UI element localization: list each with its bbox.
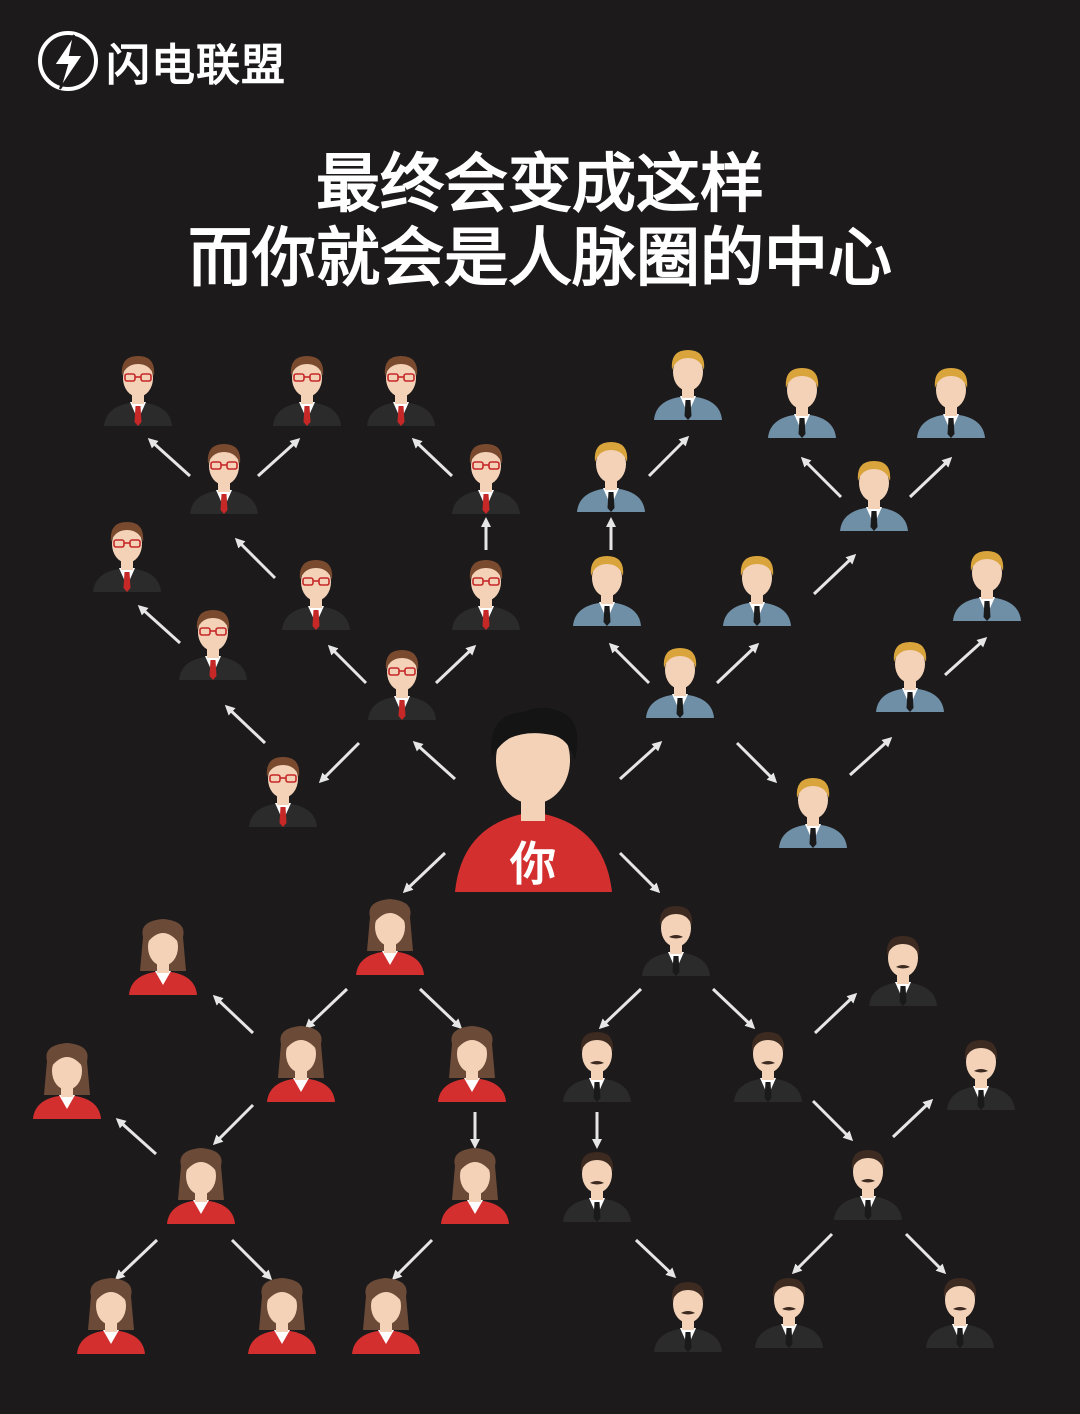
connection-arrow: [304, 987, 349, 1030]
center-person: 你: [455, 707, 612, 892]
connection-arrow: [411, 437, 454, 478]
person-icon-woman: [438, 1026, 506, 1102]
connection-arrow: [908, 456, 953, 499]
connection-arrow: [647, 435, 690, 478]
connection-arrow: [735, 741, 778, 784]
connection-arrow: [318, 741, 361, 784]
person-icon-mustache: [563, 1032, 631, 1102]
center-face: [496, 716, 570, 804]
person-icon-glasses: [190, 444, 258, 514]
center-shirt: [455, 812, 612, 892]
arrows-layer: [114, 435, 988, 1281]
connection-arrow: [618, 740, 663, 781]
person-icon-glasses: [93, 522, 161, 592]
connection-arrow: [608, 642, 651, 685]
logo-text: 闪电联盟: [106, 40, 286, 91]
center-hair: [491, 707, 578, 760]
connection-arrow: [256, 437, 301, 478]
person-icon-glasses: [249, 757, 317, 827]
connection-arrow: [224, 704, 267, 745]
connection-arrow: [618, 851, 661, 894]
person-icon-woman: [356, 899, 424, 975]
person-icon-blond: [723, 556, 791, 626]
person-icon-mustache: [869, 936, 937, 1006]
person-icon-blond: [573, 556, 641, 626]
person-icon-glasses: [367, 356, 435, 426]
person-icon-woman: [33, 1043, 101, 1119]
connection-arrow: [943, 636, 988, 677]
connection-arrow: [391, 1238, 434, 1281]
person-icon-mustache: [926, 1278, 994, 1348]
connection-arrow: [891, 1098, 934, 1139]
person-icon-woman: [167, 1148, 235, 1224]
person-icon-glasses: [452, 560, 520, 630]
person-icon-glasses: [452, 444, 520, 514]
connection-arrow: [813, 992, 858, 1035]
connection-arrow: [848, 736, 893, 777]
connection-arrow: [212, 994, 255, 1035]
lightning-bolt-icon: [38, 31, 98, 91]
connection-arrow: [114, 1238, 159, 1281]
connection-arrow: [402, 851, 447, 894]
person-icon-woman: [267, 1026, 335, 1102]
person-icon-blond: [577, 442, 645, 512]
person-icon-mustache: [654, 1282, 722, 1352]
connection-arrow: [137, 604, 182, 645]
connection-arrow: [711, 987, 756, 1030]
connection-arrow: [327, 644, 368, 685]
person-icon-mustache: [834, 1150, 902, 1220]
person-icon-mustache: [563, 1152, 631, 1222]
connection-arrow: [230, 1238, 273, 1281]
person-icon-mustache: [642, 906, 710, 976]
connection-arrow: [147, 437, 192, 478]
connection-arrow: [434, 644, 477, 685]
connection-arrow: [634, 1238, 677, 1279]
connection-arrow: [418, 987, 463, 1030]
connection-arrow: [212, 1103, 255, 1146]
connection-arrow: [800, 456, 843, 499]
person-icon-glasses: [273, 356, 341, 426]
center-label: 你: [509, 837, 556, 891]
person-icon-blond: [876, 642, 944, 712]
person-icon-blond: [779, 778, 847, 848]
connection-arrow: [791, 1232, 834, 1275]
person-icon-glasses: [179, 610, 247, 680]
person-icon-blond: [654, 350, 722, 420]
person-icon-blond: [953, 551, 1021, 621]
person-icon-blond: [917, 368, 985, 438]
connection-arrow: [904, 1232, 947, 1275]
person-icon-glasses: [368, 650, 436, 720]
title-line-1: 最终会变成这样: [316, 148, 764, 222]
connection-arrow: [115, 1117, 158, 1156]
person-icon-blond: [840, 461, 908, 531]
person-icon-mustache: [734, 1032, 802, 1102]
connection-arrow: [715, 642, 760, 685]
person-icon-woman: [248, 1278, 316, 1354]
person-icon-glasses: [104, 356, 172, 426]
title-line-2: 而你就会是人脉圈的中心: [188, 222, 892, 296]
person-icon-mustache: [947, 1040, 1015, 1110]
person-icon-blond: [768, 368, 836, 438]
person-icon-woman: [129, 919, 197, 995]
person-icon-blond: [646, 648, 714, 718]
logo: 闪电联盟: [36, 26, 286, 96]
person-icon-glasses: [282, 560, 350, 630]
connection-arrow: [598, 987, 643, 1030]
person-icon-mustache: [755, 1278, 823, 1348]
connection-arrow: [234, 537, 277, 580]
connection-arrow: [811, 1099, 854, 1142]
connection-arrow: [812, 553, 857, 596]
person-icon-woman: [77, 1278, 145, 1354]
person-icon-woman: [352, 1278, 420, 1354]
connection-arrow: [412, 740, 457, 781]
person-icon-woman: [441, 1148, 509, 1224]
people-layer: [33, 350, 1021, 1354]
